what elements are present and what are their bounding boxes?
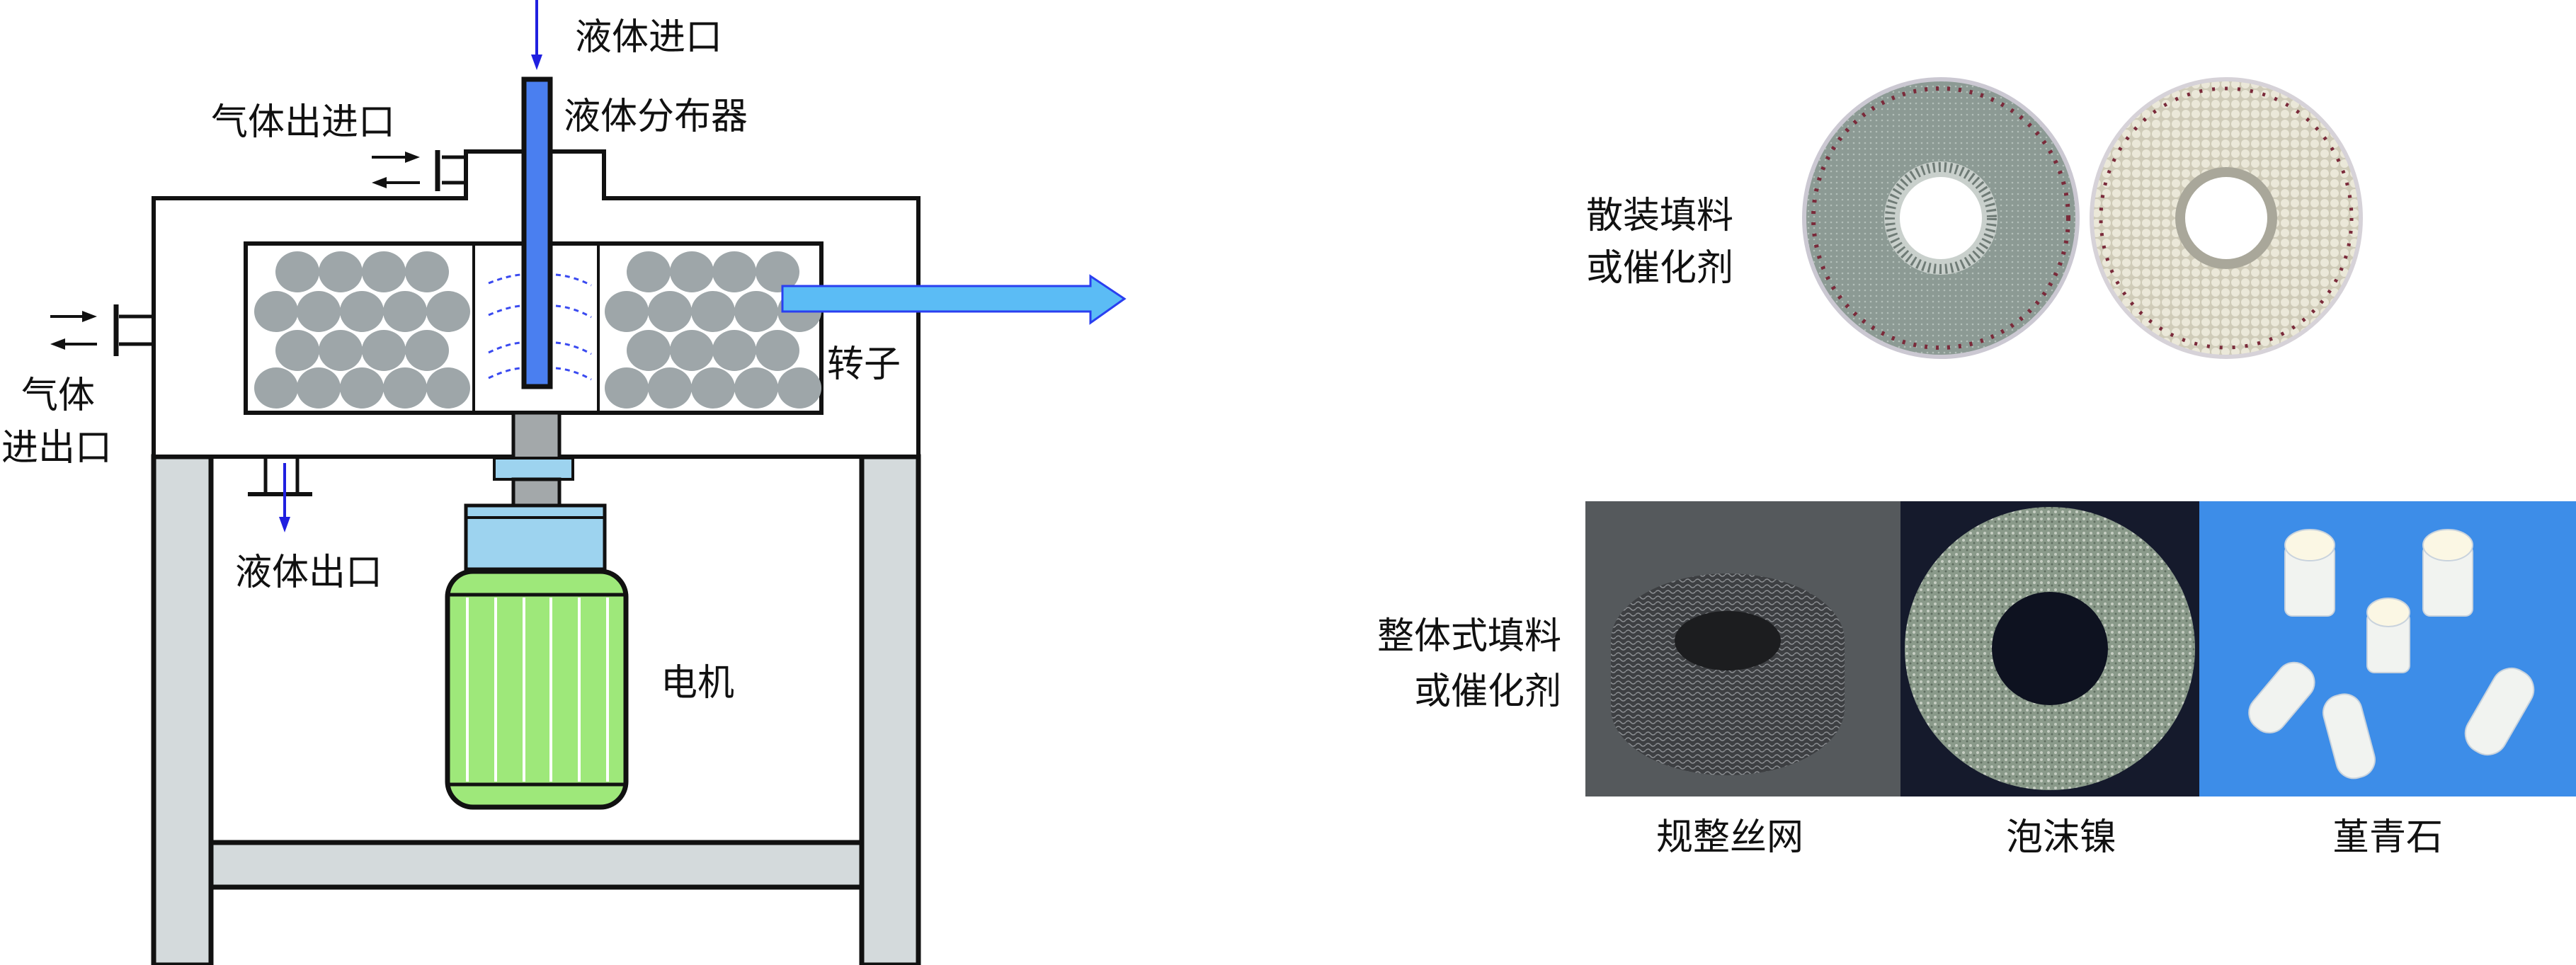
label-gas-port-top: 气体出进口 (211, 101, 395, 144)
photo-rotor-disk-beads (2090, 77, 2363, 359)
motor-fins (466, 598, 609, 782)
packing-ball (756, 251, 799, 292)
packing-balls (254, 251, 821, 409)
packing-ball (712, 251, 756, 292)
packing-ball (340, 291, 384, 332)
packing-ball (670, 251, 714, 292)
packing-ball (648, 367, 692, 409)
gas-port-side (50, 304, 154, 356)
label-structured-packing-1: 整体式填料 (1377, 615, 1561, 658)
label-rotor: 转子 (827, 343, 901, 386)
label-random-packing-1: 散装填料 (1586, 195, 1733, 237)
label-wire-mesh: 规整丝网 (1656, 816, 1803, 859)
packing-ball (734, 291, 778, 332)
label-motor: 电机 (661, 662, 734, 704)
photo-nickel-foam (1900, 501, 2199, 796)
shaft-coupling (493, 457, 574, 481)
frame-leg-left (151, 454, 214, 965)
packing-ball (275, 251, 319, 292)
label-nickel-foam: 泡沫镍 (2006, 816, 2116, 859)
packing-ball (648, 291, 692, 332)
packing-ball (340, 367, 384, 409)
packing-ball (777, 367, 821, 409)
packing-ball (734, 367, 778, 409)
packing-ball (254, 367, 298, 409)
label-liquid-outlet: 液体出口 (235, 552, 382, 594)
packing-ball (297, 291, 341, 332)
packing-ball (627, 330, 671, 371)
packing-ball (362, 251, 406, 292)
packing-ball (712, 330, 756, 371)
packing-ball (426, 291, 470, 332)
liquid-out-arrow-icon (279, 463, 290, 532)
packing-ball (405, 330, 449, 371)
label-structured-packing-2: 或催化剂 (1414, 670, 1561, 713)
packing-ball (756, 330, 799, 371)
motor-body (445, 569, 629, 810)
rpb-diagram: 液体进口 液体分布器 气体出进口 转子 气体 进出口 液体出口 电机 (1, 0, 1127, 965)
frame-crossbar (208, 840, 865, 890)
gas-out-arrow-icon (372, 177, 420, 188)
packing-ball (362, 330, 406, 371)
packing-ball (605, 367, 649, 409)
liquid-outlet-port (248, 457, 312, 532)
packing-ball (319, 251, 363, 292)
packing-ball (426, 367, 470, 409)
packing-ball (254, 291, 298, 332)
structured-packing-photos: 整体式填料 或催化剂 规整丝网 泡沫镍 堇青 (1377, 501, 2576, 859)
gas-in-arrow-icon (372, 152, 420, 163)
liquid-in-arrow-icon (531, 0, 542, 70)
label-gas-port-side-2: 进出口 (1, 427, 112, 469)
packing-ball (319, 330, 363, 371)
label-liquid-inlet: 液体进口 (575, 16, 722, 59)
flow-direction-arrow (781, 274, 1127, 325)
packing-ball (297, 367, 341, 409)
label-gas-port-side-1: 气体 (21, 375, 95, 417)
packing-ball (405, 251, 449, 292)
packing-ball (275, 330, 319, 371)
random-packing-photos: 散装填料 或催化剂 (1586, 77, 2363, 359)
frame-leg-right (859, 454, 921, 965)
packing-ball (691, 291, 735, 332)
packing-ball (383, 367, 427, 409)
photo-wire-mesh (1585, 501, 1900, 796)
packing-ball (691, 367, 735, 409)
motor-flange (464, 503, 607, 571)
packing-ball (627, 251, 671, 292)
packing-ball (605, 291, 649, 332)
label-cordierite: 堇青石 (2332, 816, 2443, 859)
label-liquid-distributor: 液体分布器 (564, 96, 748, 138)
packing-ball (383, 291, 427, 332)
gas-out-arrow-icon (50, 338, 97, 350)
photo-rotor-disk-grain (1802, 77, 2080, 359)
liquid-distributor (521, 76, 553, 389)
packing-ball (670, 330, 714, 371)
gas-in-arrow-icon (50, 311, 97, 322)
gas-port-top (372, 150, 466, 191)
photo-cordierite (2199, 501, 2576, 796)
label-random-packing-2: 或催化剂 (1586, 247, 1733, 290)
liquid-spray (488, 273, 592, 381)
